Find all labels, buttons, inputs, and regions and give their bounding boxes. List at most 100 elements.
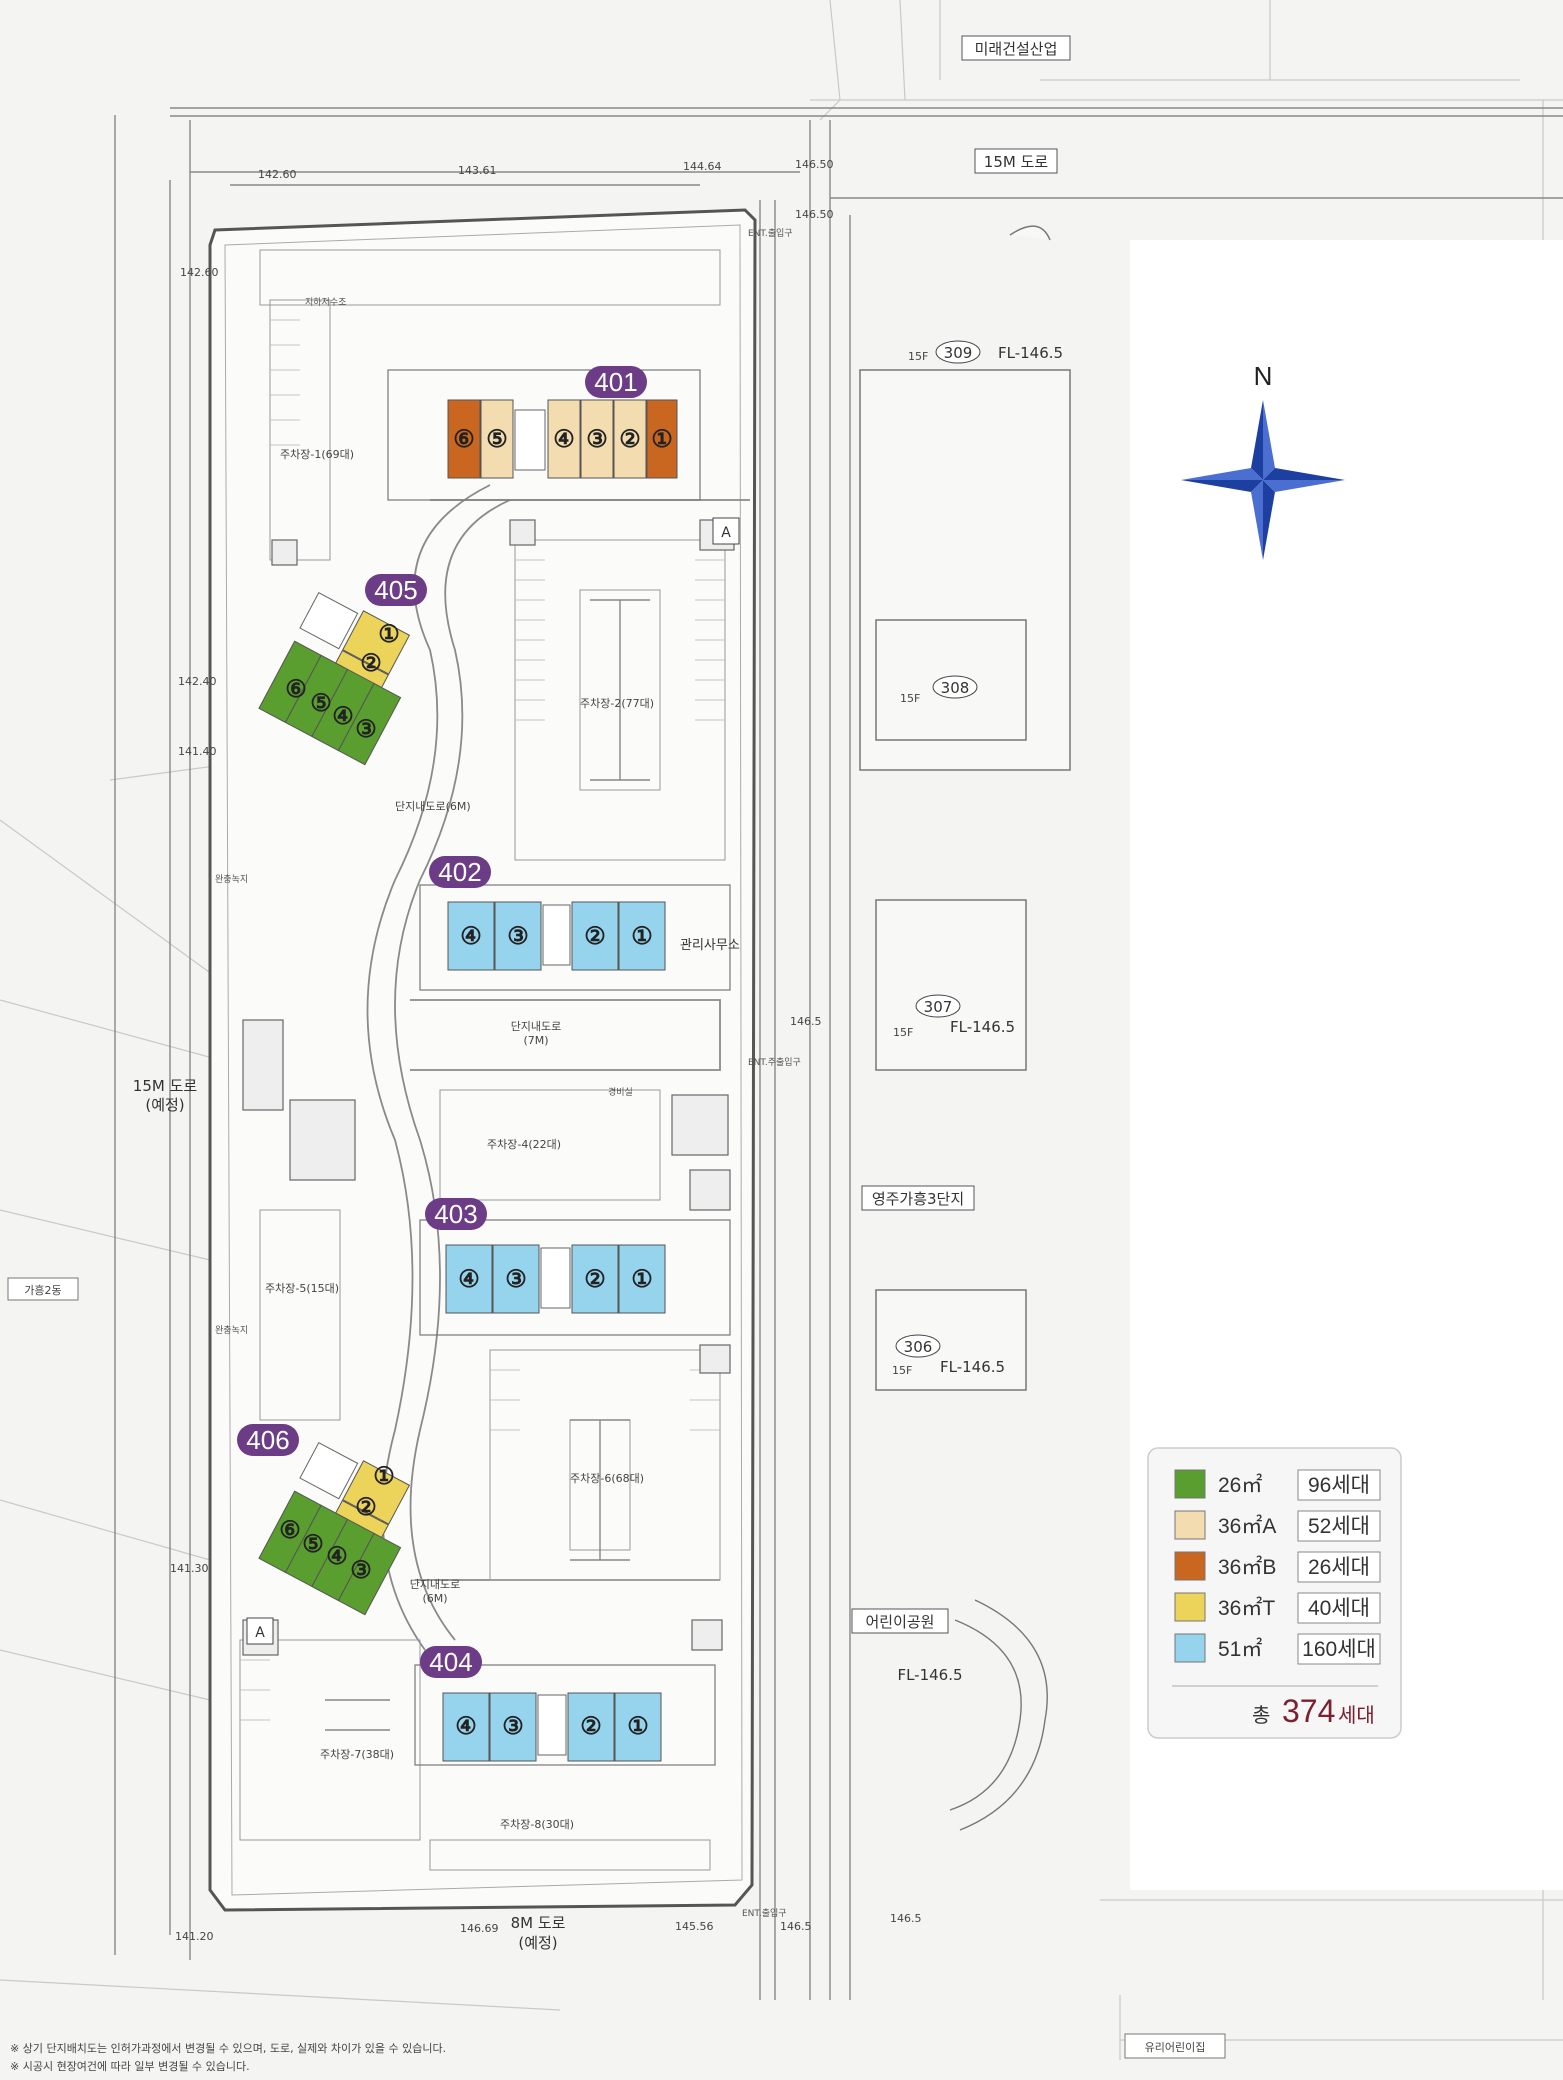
svg-text:146.50: 146.50	[795, 208, 834, 221]
svg-text:307: 307	[924, 998, 953, 1016]
unit-405-1[interactable]	[342, 610, 411, 675]
unit-404-1[interactable]	[614, 1692, 662, 1762]
svg-text:146.5: 146.5	[890, 1912, 922, 1925]
svg-text:142.40: 142.40	[178, 675, 217, 688]
legend-area-36B: 36㎡B	[1218, 1555, 1276, 1579]
marker-a-top: A	[712, 517, 740, 545]
unit-label-404-3: ③	[502, 1711, 524, 1740]
unit-401-3[interactable]	[580, 399, 614, 479]
unit-401-1[interactable]	[646, 399, 678, 479]
road-15m-left-sub-label: (예정)	[145, 1096, 184, 1114]
unit-label-403-4: ④	[458, 1264, 480, 1293]
unit-label-404-4: ④	[455, 1711, 477, 1740]
legend-area-36T: 36㎡T	[1218, 1596, 1275, 1620]
unit-404-3[interactable]	[489, 1692, 537, 1762]
unit-label-404-1: ①	[627, 1711, 649, 1740]
legend-households-box-36T	[1297, 1592, 1381, 1624]
parking-2-label: 주차장-2(77대)	[580, 697, 654, 710]
svg-text:144.64: 144.64	[683, 160, 722, 173]
building-404[interactable]: ④ ③ ② ① 404	[414, 1646, 716, 1766]
unit-label-401-1: ①	[651, 424, 673, 453]
unit-402-4[interactable]	[447, 901, 495, 971]
parking-4-label: 주차장-4(22대)	[487, 1138, 561, 1151]
unit-label-406-2: ②	[355, 1492, 377, 1521]
unit-label-401-6: ⑥	[453, 424, 475, 453]
svg-text:FL-146.5: FL-146.5	[998, 344, 1063, 362]
svg-text:309: 309	[944, 344, 973, 362]
building-406[interactable]: ① ② ⑥ ⑤ ④ ③ 406	[237, 1424, 411, 1616]
neighbor-309: 15F 309 FL-146.5	[908, 340, 1063, 364]
unit-401-6[interactable]	[447, 399, 481, 479]
svg-text:146.5: 146.5	[790, 1015, 822, 1028]
badge-403	[425, 1198, 487, 1230]
svg-text:15F: 15F	[908, 350, 928, 363]
footnote-1: ※ 상기 단지배치도는 인허가과정에서 변경될 수 있으며, 도로, 실제와 차…	[10, 2041, 446, 2055]
legend-swatch-51	[1174, 1633, 1206, 1663]
unit-label-405-4: ④	[332, 701, 354, 730]
road-6m-lower-label-2: (6M)	[422, 1592, 447, 1605]
unit-406-1[interactable]	[342, 1460, 411, 1525]
management-office-label: 관리사무소	[680, 938, 740, 953]
elevation-marks: 142.60 143.61 144.64 146.50 146.50 142.6…	[170, 158, 922, 1943]
legend-total-value: 374	[1282, 1693, 1335, 1729]
badge-401	[585, 366, 647, 398]
unit-403-2[interactable]	[571, 1244, 619, 1314]
unit-403-4[interactable]	[445, 1244, 493, 1314]
unit-label-402-4: ④	[460, 921, 482, 950]
building-403[interactable]: ④ ③ ② ① 403	[419, 1198, 731, 1336]
svg-text:308: 308	[941, 679, 970, 697]
svg-text:FL-146.5: FL-146.5	[940, 1358, 1005, 1376]
compass-n-label: N	[1254, 361, 1273, 391]
unit-label-401-2: ②	[619, 424, 641, 453]
legend-area-51: 51㎡	[1218, 1637, 1262, 1661]
neighbor-306: 15F 306 FL-146.5	[892, 1334, 1005, 1377]
bottom-right-label: 유리어린이집	[1145, 2041, 1206, 2054]
badge-404-text: 404	[429, 1647, 472, 1677]
svg-text:143.61: 143.61	[458, 164, 497, 177]
unit-label-406-1: ①	[373, 1461, 395, 1490]
badge-405	[365, 574, 427, 606]
legend-total-prefix: 총	[1252, 1703, 1270, 1727]
water-tank-label: 지하저수조	[305, 297, 346, 308]
building-402[interactable]: ④ ③ ② ① 관리사무소 402	[419, 856, 740, 991]
badge-404	[420, 1646, 482, 1678]
svg-text:15F: 15F	[892, 1364, 912, 1377]
road-7m-label-1: 단지내도로	[511, 1020, 562, 1033]
unit-402-1[interactable]	[618, 901, 666, 971]
guard-house-label: 경비실	[608, 1086, 633, 1098]
building-405[interactable]: ① ② ⑥ ⑤ ④ ③ 405	[258, 574, 427, 766]
unit-404-2[interactable]	[567, 1692, 615, 1762]
unit-404-4[interactable]	[442, 1692, 490, 1762]
unit-402-3[interactable]	[494, 901, 542, 971]
road-15m-top	[170, 107, 1563, 199]
unit-401-4[interactable]	[547, 399, 581, 479]
unit-402-2[interactable]	[571, 901, 619, 971]
road-15m-top-label: 15M 도로	[984, 153, 1049, 171]
road-7m-label-2: (7M)	[523, 1034, 548, 1047]
legend-households-36B: 26세대	[1308, 1556, 1370, 1579]
unit-label-404-2: ②	[580, 1711, 602, 1740]
top-company-box: 미래건설산업	[961, 35, 1071, 61]
unit-401-2[interactable]	[613, 399, 647, 479]
unit-406-3[interactable]	[337, 1532, 402, 1616]
compass-rose: N	[1181, 361, 1345, 560]
svg-text:A: A	[255, 1625, 265, 1641]
svg-text:15F: 15F	[893, 1026, 913, 1039]
badge-402	[429, 856, 491, 888]
unit-405-3[interactable]	[337, 682, 402, 766]
svg-text:141.20: 141.20	[175, 1930, 214, 1943]
unit-401-5[interactable]	[480, 399, 514, 479]
unit-label-403-1: ①	[631, 1264, 653, 1293]
unit-403-1[interactable]	[618, 1244, 666, 1314]
legend-households-box-26	[1297, 1469, 1381, 1501]
svg-text:306: 306	[904, 1338, 933, 1356]
playground-fl-label: FL-146.5	[897, 1666, 962, 1684]
road-6m-label: 단지내도로(6M)	[395, 800, 471, 813]
unit-label-402-2: ②	[584, 921, 606, 950]
road-8m-label: 8M 도로	[511, 1914, 566, 1932]
building-401[interactable]: ⑥ ⑤ ④ ③ ② ① 401	[387, 366, 701, 501]
badge-403-text: 403	[434, 1199, 477, 1229]
unit-label-401-4: ④	[553, 424, 575, 453]
unit-403-3[interactable]	[492, 1244, 540, 1314]
